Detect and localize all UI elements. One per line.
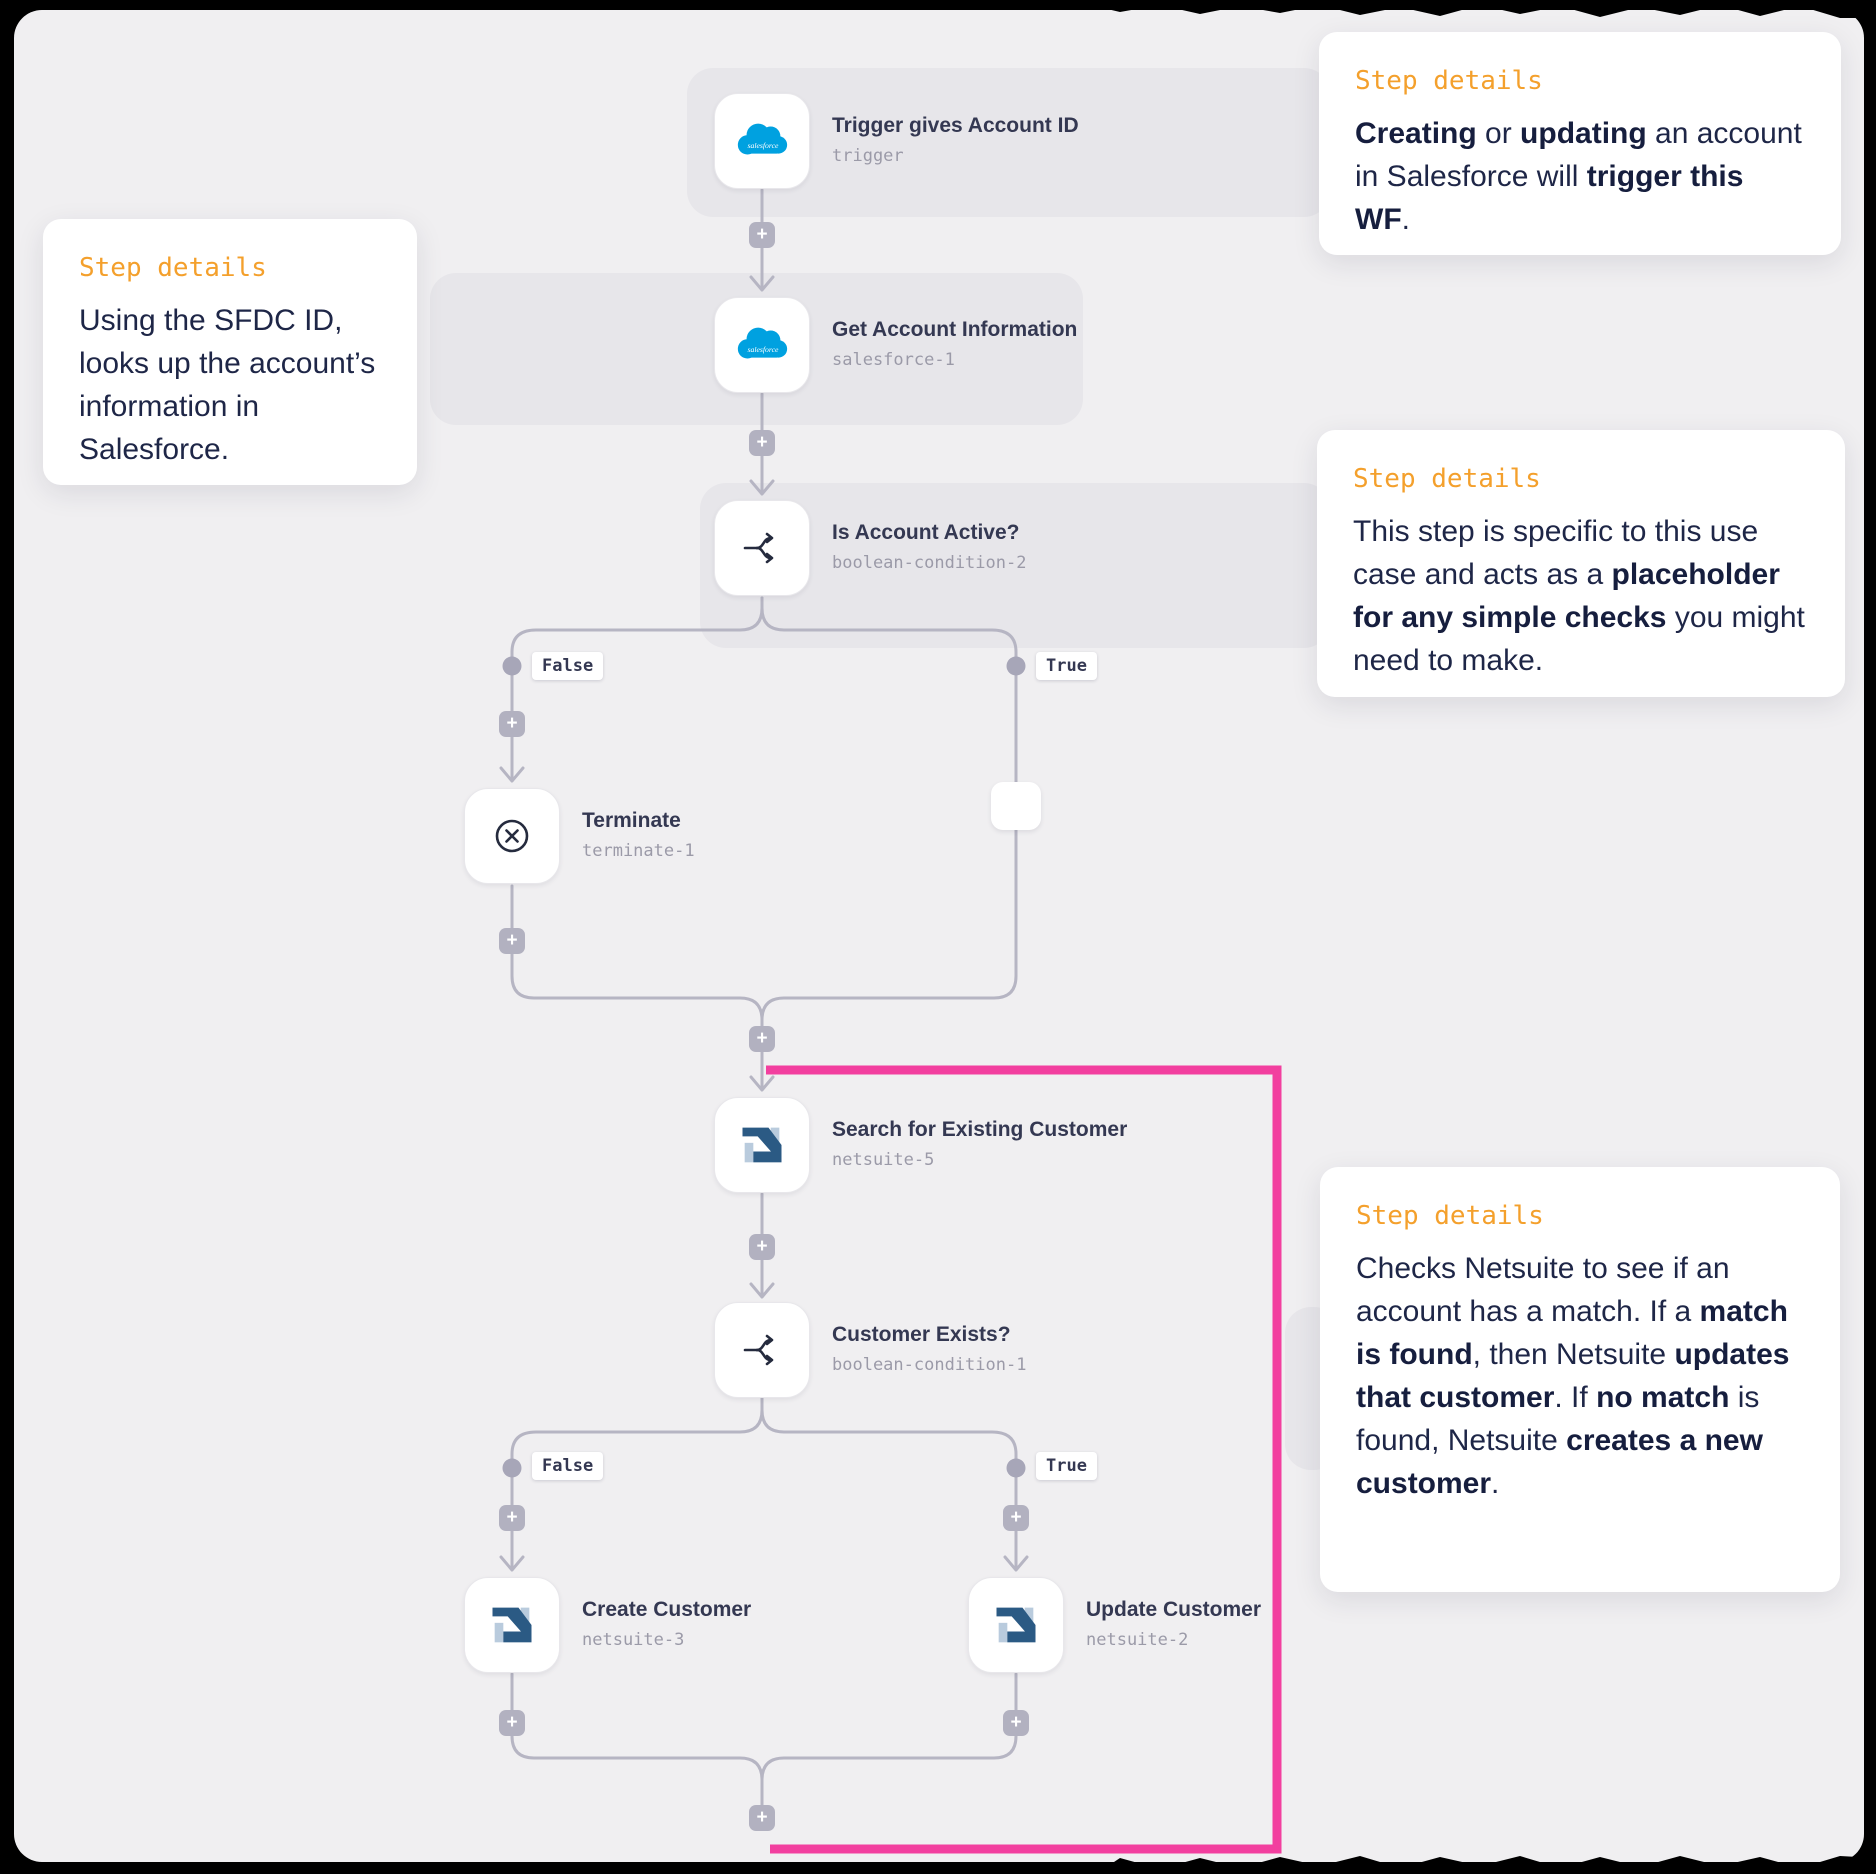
add-step-button[interactable]: + (749, 222, 775, 248)
add-step-button[interactable]: + (749, 430, 775, 456)
step-node-salesforce-1[interactable]: salesforce (714, 297, 810, 393)
step-node-netsuite-2[interactable] (968, 1577, 1064, 1673)
add-step-button[interactable]: + (499, 1505, 525, 1531)
branch-label-true: True (1036, 652, 1097, 680)
step-details-header: Step details (1355, 66, 1543, 96)
netsuite-icon (996, 1607, 1036, 1643)
callout-netsuite-match: Step details Checks Netsuite to see if a… (1320, 1167, 1840, 1592)
svg-text:salesforce: salesforce (747, 141, 779, 150)
netsuite-icon (742, 1127, 782, 1163)
branch-label-false: False (532, 1452, 604, 1480)
terminate-icon (495, 819, 529, 853)
step-node-boolean-condition-2[interactable] (714, 500, 810, 596)
step-subtitle: trigger (832, 146, 904, 166)
step-title: Terminate (582, 809, 681, 832)
step-title: Trigger gives Account ID (832, 114, 1079, 137)
empty-step-placeholder[interactable] (991, 782, 1041, 830)
add-step-button[interactable]: + (749, 1234, 775, 1260)
callout-trigger: Step details Creating or updating an acc… (1319, 32, 1841, 255)
step-node-boolean-condition-1[interactable] (714, 1302, 810, 1398)
step-title: Update Customer (1086, 1598, 1262, 1621)
step-title: Create Customer (582, 1598, 752, 1621)
step-details-header: Step details (79, 253, 267, 283)
add-step-button[interactable]: + (499, 711, 525, 737)
step-title: Get Account Information (832, 318, 1078, 341)
step-details-text: Creating or updating an account in Sales… (1355, 117, 1802, 236)
step-subtitle: netsuite-3 (582, 1630, 685, 1650)
salesforce-icon: salesforce (737, 123, 788, 155)
svg-text:salesforce: salesforce (747, 345, 779, 354)
step-details-text: Checks Netsuite to see if an account has… (1356, 1252, 1790, 1500)
branch-icon (743, 1334, 774, 1366)
step-details-text: This step is specific to this use case a… (1353, 515, 1805, 677)
step-subtitle: netsuite-2 (1086, 1630, 1189, 1650)
step-subtitle: netsuite-5 (832, 1150, 935, 1170)
step-title: Is Account Active? (832, 521, 1020, 544)
step-details-header: Step details (1356, 1201, 1544, 1231)
branch-label-false: False (532, 652, 604, 680)
step-subtitle: boolean-condition-1 (832, 1355, 1027, 1375)
branch-label-true: True (1036, 1452, 1097, 1480)
step-details-text: Using the SFDC ID, looks up the account’… (79, 304, 376, 466)
step-subtitle: salesforce-1 (832, 350, 955, 370)
add-step-button[interactable]: + (1003, 1505, 1029, 1531)
add-step-button[interactable]: + (749, 1805, 775, 1831)
netsuite-icon (492, 1607, 532, 1643)
step-subtitle: terminate-1 (582, 841, 695, 861)
step-details-header: Step details (1353, 464, 1541, 494)
add-step-button[interactable]: + (499, 928, 525, 954)
step-node-trigger[interactable]: salesforce (714, 93, 810, 189)
branch-icon (743, 532, 774, 564)
add-step-button[interactable]: + (499, 1710, 525, 1736)
step-title: Search for Existing Customer (832, 1118, 1128, 1141)
salesforce-icon: salesforce (737, 327, 788, 359)
step-subtitle: boolean-condition-2 (832, 553, 1027, 573)
step-title: Customer Exists? (832, 1323, 1011, 1346)
add-step-button[interactable]: + (1003, 1710, 1029, 1736)
add-step-button[interactable]: + (749, 1026, 775, 1052)
callout-sfdc-lookup: Step details Using the SFDC ID, looks up… (43, 219, 417, 485)
step-node-terminate-1[interactable] (464, 788, 560, 884)
callout-placeholder-check: Step details This step is specific to th… (1317, 430, 1845, 697)
step-node-netsuite-3[interactable] (464, 1577, 560, 1673)
step-node-netsuite-5[interactable] (714, 1097, 810, 1193)
